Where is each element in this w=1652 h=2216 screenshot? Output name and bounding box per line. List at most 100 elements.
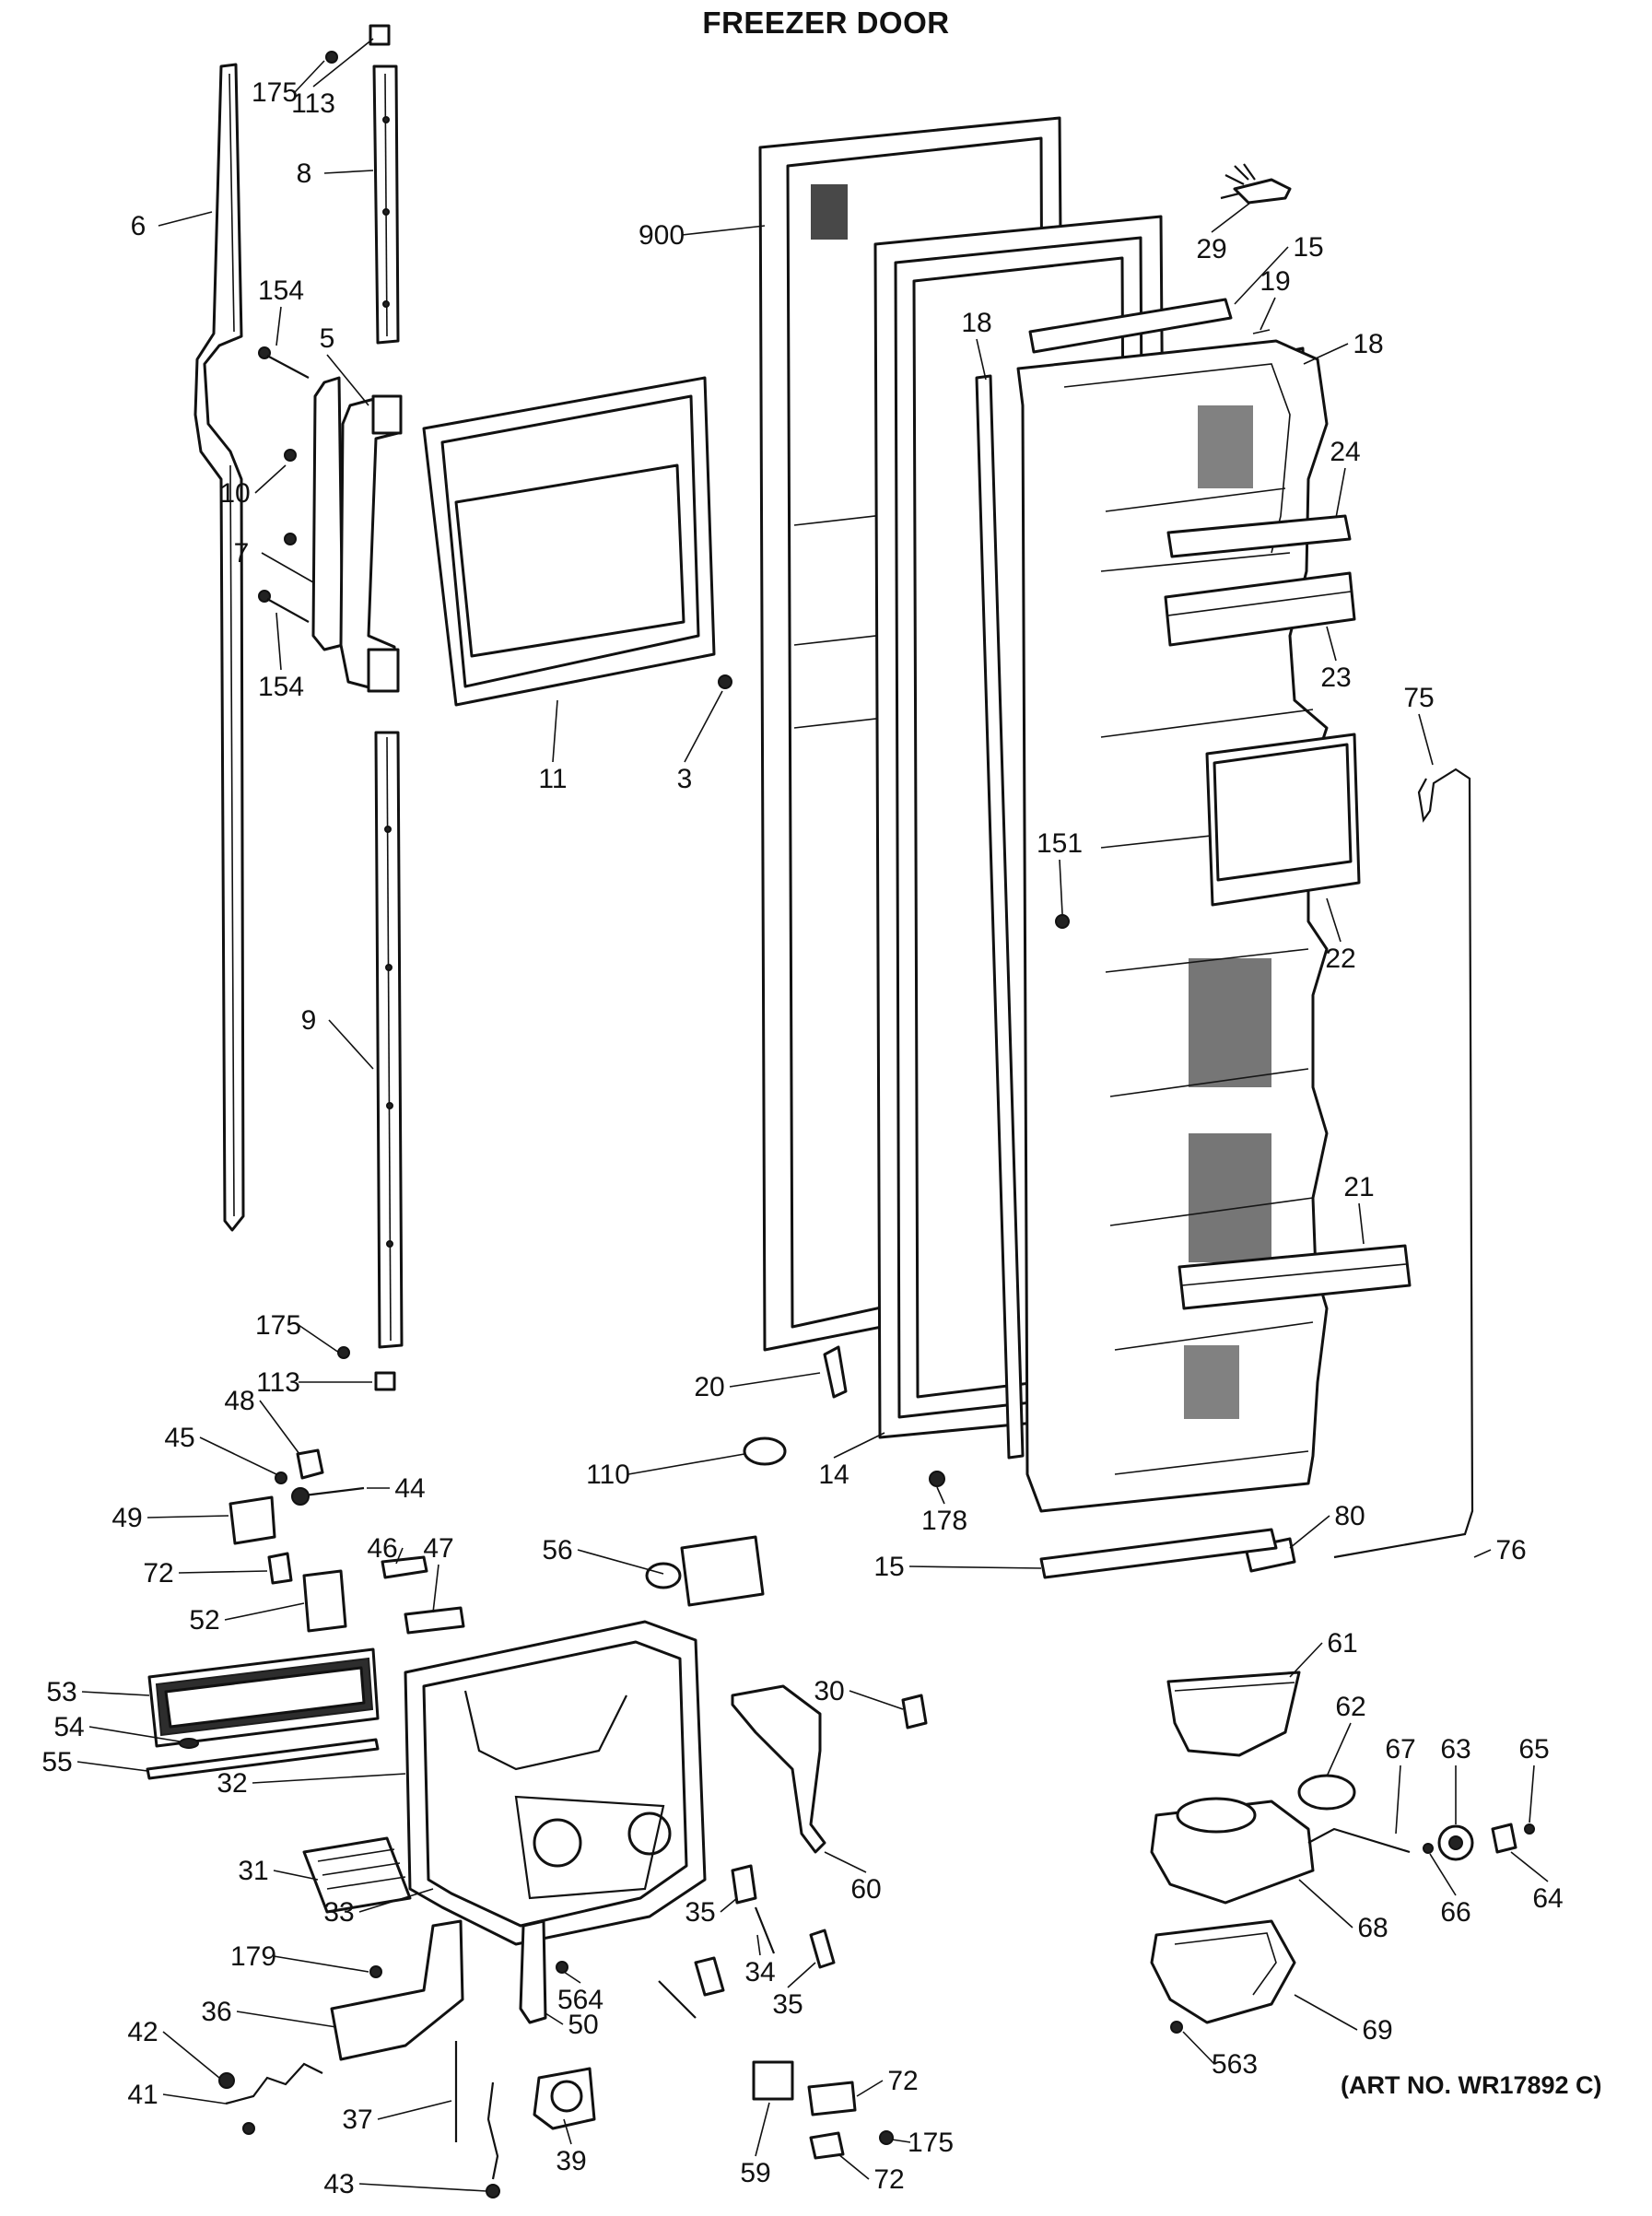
part-48-knob: [296, 1448, 324, 1480]
callout-label: 18: [1353, 329, 1383, 359]
callout-label: 41: [127, 2080, 158, 2110]
callout-leader: [275, 306, 282, 346]
callout-label: 35: [685, 1897, 715, 1928]
callout-label: 18: [961, 308, 991, 338]
part-24-shelf-rail: [1166, 514, 1352, 558]
callout-leader: [1298, 1879, 1353, 1929]
part-50-arm: [519, 1919, 547, 2024]
callout-label: 110: [586, 1460, 630, 1490]
callout-leader: [1395, 1765, 1401, 1835]
callout-leader: [1211, 202, 1251, 233]
callout-leader: [756, 1934, 761, 1956]
callout-label: 67: [1385, 1734, 1415, 1765]
callout-label: 69: [1362, 2015, 1392, 2046]
callout-label: 47: [423, 1533, 453, 1564]
callout-leader: [1335, 467, 1346, 519]
callout-leader: [358, 1888, 434, 1913]
callout-leader: [254, 464, 287, 494]
callout-leader: [88, 1726, 181, 1742]
part-178-plug: [929, 1471, 945, 1487]
callout-leader: [326, 354, 369, 406]
callout-leader: [838, 2153, 870, 2180]
callout-leader: [908, 1565, 1042, 1569]
part-59-plate: [752, 2060, 794, 2101]
part-20-hinge-pin: [823, 1345, 848, 1399]
callout-label: 61: [1327, 1628, 1357, 1659]
callout-leader: [377, 2100, 452, 2120]
part-179-nut: [369, 1965, 382, 1978]
callout-leader: [1059, 859, 1063, 915]
callout-leader: [1326, 626, 1337, 662]
callout-label: 563: [1212, 2049, 1258, 2080]
callout-leader: [1303, 343, 1349, 365]
callout-label: 22: [1325, 944, 1355, 974]
callout-label: 46: [367, 1533, 397, 1564]
part-75-76-tube: [1333, 768, 1474, 1559]
callout-label: 6: [131, 211, 146, 241]
callout-label: 42: [127, 2017, 158, 2047]
callout-label: 15: [873, 1552, 904, 1582]
callout-leader: [76, 1761, 148, 1772]
callout-label: 21: [1343, 1172, 1374, 1202]
part-49-bracket: [228, 1495, 276, 1545]
callout-label: 37: [342, 2105, 372, 2135]
part-175-screw-top: [325, 51, 338, 64]
part-55-strip: [146, 1738, 380, 1780]
part-61-chute: [1166, 1671, 1301, 1757]
callout-label: 49: [111, 1503, 142, 1533]
part-44-spring: [303, 1486, 365, 1497]
part-52-switch: [302, 1569, 347, 1633]
callout-label: 55: [41, 1747, 72, 1777]
callout-leader: [1326, 897, 1342, 943]
callout-leader: [849, 1690, 904, 1710]
part-67-rod: [1307, 1827, 1411, 1854]
callout-label: 175: [255, 1310, 301, 1341]
part-15-rail-top: [1028, 298, 1233, 354]
callout-label: 178: [921, 1506, 967, 1536]
callout-label: 35: [772, 1989, 803, 2020]
callout-label: 30: [814, 1676, 844, 1706]
callout-leader: [1429, 1853, 1457, 1896]
callout-label: 19: [1260, 266, 1290, 297]
part-29-clip: [1233, 178, 1292, 205]
callout-label: 900: [639, 220, 685, 251]
callout-leader: [936, 1486, 945, 1505]
part-46-bracket: [381, 1555, 428, 1579]
callout-leader: [681, 225, 766, 236]
callout-leader: [545, 2012, 564, 2025]
callout-leader: [1260, 297, 1276, 331]
callout-label: 44: [394, 1473, 425, 1504]
callout-leader: [146, 1515, 229, 1518]
part-41-lever: [225, 2062, 323, 2105]
callout-label: 68: [1357, 1913, 1388, 1943]
callout-label: 54: [53, 1712, 84, 1742]
callout-label: 32: [217, 1768, 247, 1799]
callout-label: 175: [908, 2128, 954, 2158]
part-113-clip-bottom: [374, 1371, 396, 1391]
callout-leader: [1510, 1851, 1549, 1882]
callout-label: 7: [234, 538, 250, 569]
callout-leader: [178, 1570, 268, 1574]
callout-leader: [275, 612, 282, 671]
part-35-pin-lower: [694, 1956, 725, 1997]
callout-label: 14: [818, 1460, 849, 1490]
callout-leader: [162, 2093, 227, 2105]
callout-leader: [684, 690, 723, 763]
part-36-plate: [330, 1919, 464, 2061]
callout-label: 72: [873, 2164, 904, 2195]
callout-leader: [328, 1019, 374, 1070]
callout-leader: [358, 2183, 487, 2192]
callout-leader: [224, 1602, 305, 1621]
callout-label: 20: [694, 1372, 724, 1402]
part-175-screw-mid: [879, 2130, 894, 2145]
callout-leader: [432, 1564, 439, 1613]
part-5-handle: [339, 396, 400, 691]
part-69-cover: [1150, 1919, 1296, 2024]
part-72-clip-bottom: [809, 2131, 845, 2160]
callout-leader: [729, 1372, 821, 1388]
callout-label: 53: [46, 1677, 76, 1707]
callout-label: 154: [258, 672, 304, 702]
part-64-clip: [1491, 1823, 1517, 1854]
